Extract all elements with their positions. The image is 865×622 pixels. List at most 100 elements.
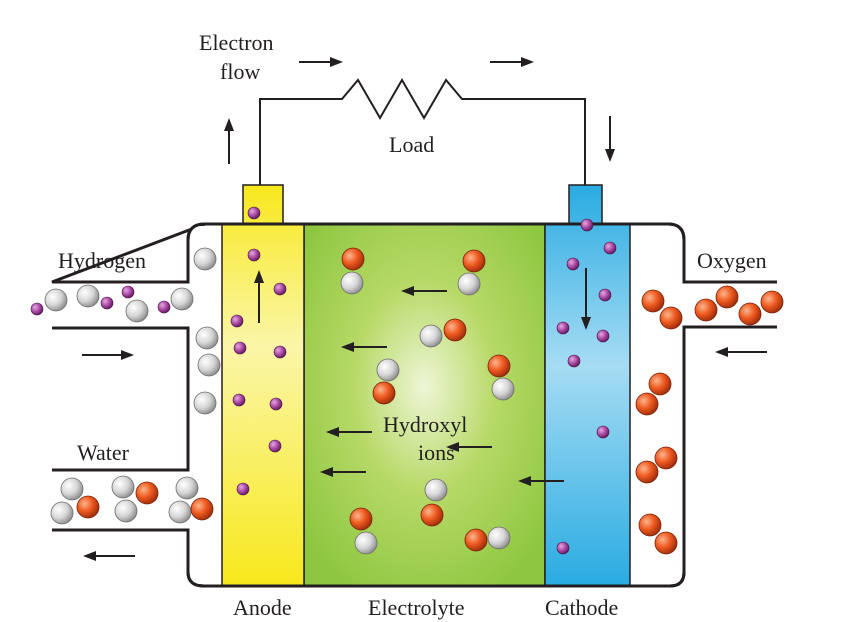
hydrogen-atom-icon [491, 377, 515, 401]
electron-particle-icon [100, 296, 114, 310]
electron-particle-icon [580, 218, 594, 232]
hydrogen-atom-icon [125, 299, 149, 323]
oxygen-atom-icon [654, 446, 678, 470]
hydrogen-atom-icon [193, 391, 217, 415]
electron-flow-label-line1: Electron [199, 30, 274, 55]
electron-particle-icon [567, 354, 581, 368]
hydrogen-atom-icon [354, 531, 378, 555]
arrow-icon [581, 268, 591, 330]
electron-particle-icon [247, 206, 261, 220]
oxygen-atom-icon [487, 354, 511, 378]
hydrogen-label: Hydrogen [58, 248, 146, 273]
arrow-icon [254, 270, 264, 323]
cathode-label: Cathode [545, 595, 618, 620]
oxygen-atom-icon [349, 507, 373, 531]
oxygen-atom-icon [654, 531, 678, 555]
oxygen-atom-icon [464, 528, 488, 552]
oxygen-atom-icon [641, 289, 665, 313]
oxygen-atom-icon [659, 306, 683, 330]
flow-arrows [82, 57, 767, 561]
hydrogen-atom-icon [44, 288, 68, 312]
arrow-icon [715, 347, 767, 357]
hydrogen-atom-icon [170, 287, 194, 311]
hydrogen-atom-icon [487, 526, 511, 550]
hydroxyl-ions-label-line1: Hydroxyl [383, 412, 467, 437]
electron-particle-icon [596, 425, 610, 439]
electron-particle-icon [566, 257, 580, 271]
external-circuit-wire [259, 78, 586, 185]
oxygen-atom-icon [635, 392, 659, 416]
electron-particle-icon [603, 241, 617, 255]
hydrogen-atom-icon [457, 272, 481, 296]
arrow-icon [224, 118, 234, 164]
anode-electrode [221, 184, 305, 587]
electron-particle-icon [273, 282, 287, 296]
hydrogen-atom-icon [376, 358, 400, 382]
oxygen-atom-icon [135, 481, 159, 505]
electron-particle-icon [247, 248, 261, 262]
oxygen-atom-icon [341, 247, 365, 271]
oxygen-atom-icon [420, 503, 444, 527]
electron-particle-icon [232, 393, 246, 407]
hydrogen-atom-icon [195, 326, 219, 350]
electron-particle-icon [598, 288, 612, 302]
hydrogen-atom-icon [114, 499, 138, 523]
electron-particle-icon [273, 345, 287, 359]
oxygen-atom-icon [76, 495, 100, 519]
arrow-icon [299, 57, 343, 67]
arrow-icon [401, 286, 447, 296]
oxygen-atom-icon [760, 290, 784, 314]
electrolyte-label: Electrolyte [368, 595, 465, 620]
hydrogen-atom-icon [50, 501, 74, 525]
arrow-icon [83, 551, 135, 561]
oxygen-atom-icon [694, 298, 718, 322]
electron-particle-icon [30, 302, 44, 316]
hydrogen-atom-icon [419, 324, 443, 348]
electron-particle-icon [230, 314, 244, 328]
hydrogen-atom-icon [111, 475, 135, 499]
oxygen-atom-icon [738, 302, 762, 326]
arrow-icon [82, 350, 134, 360]
electron-flow-label-line2: flow [220, 59, 260, 84]
electron-particle-icon [268, 439, 282, 453]
hydrogen-atom-icon [193, 247, 217, 271]
arrow-icon [490, 57, 534, 67]
hydrogen-atom-icon [60, 477, 84, 501]
hydroxyl-ions-label-line2: ions [418, 440, 455, 465]
anode-label: Anode [233, 595, 292, 620]
arrow-icon [446, 442, 492, 452]
oxygen-label: Oxygen [697, 248, 767, 273]
cell-housing-outline [52, 222, 777, 588]
electron-particle-icon [121, 285, 135, 299]
electron-particle-icon [269, 397, 283, 411]
hydrogen-atom-icon [197, 353, 221, 377]
hydrogen-atom-icon [168, 500, 192, 524]
arrow-icon [605, 116, 615, 162]
oxygen-atom-icon [635, 460, 659, 484]
oxygen-atom-icon [462, 249, 486, 273]
load-label: Load [389, 132, 434, 157]
oxygen-atom-icon [443, 318, 467, 342]
electrolyte-region [303, 223, 546, 587]
hydrogen-atom-icon [175, 476, 199, 500]
hydrogen-atom-icon [424, 478, 448, 502]
particles [30, 206, 784, 555]
arrow-icon [326, 427, 372, 437]
oxygen-atom-icon [648, 372, 672, 396]
arrow-icon [518, 476, 564, 486]
electron-particle-icon [556, 541, 570, 555]
oxygen-atom-icon [715, 285, 739, 309]
electron-particle-icon [236, 482, 250, 496]
electron-particle-icon [556, 321, 570, 335]
oxygen-atom-icon [190, 497, 214, 521]
cathode-electrode [544, 184, 631, 587]
oxygen-atom-icon [638, 513, 662, 537]
hydrogen-atom-icon [76, 284, 100, 308]
hydrogen-atom-icon [340, 271, 364, 295]
electron-particle-icon [596, 329, 610, 343]
electron-particle-icon [157, 300, 171, 314]
arrow-icon [320, 467, 366, 477]
oxygen-atom-icon [372, 381, 396, 405]
electron-particle-icon [233, 341, 247, 355]
